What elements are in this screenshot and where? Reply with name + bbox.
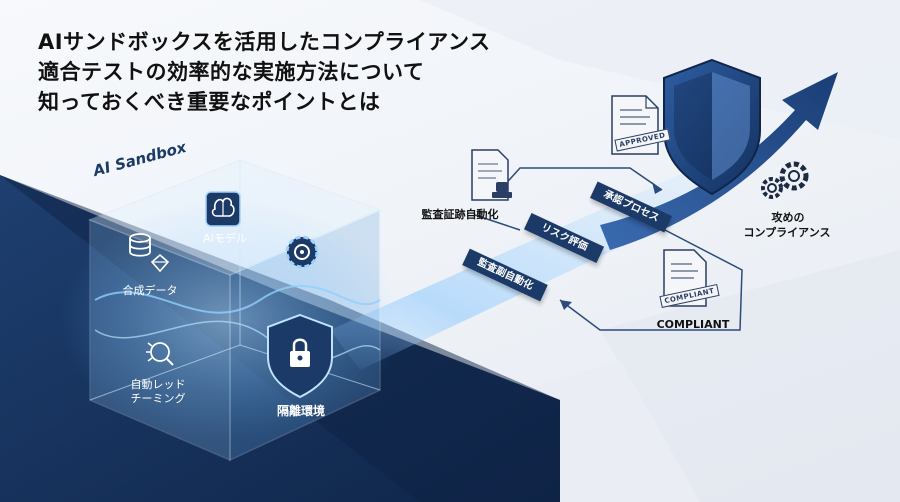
document-stamp-icon bbox=[471, 149, 512, 201]
shield-lock-icon bbox=[267, 313, 333, 399]
ai-model-label: AIモデル bbox=[203, 232, 247, 245]
flow-connectors bbox=[474, 167, 743, 331]
diamond-icon bbox=[150, 253, 170, 273]
isolation-label: 隔離環境 bbox=[276, 404, 325, 418]
audit-trail-label: 監査証跡自動化 bbox=[421, 208, 499, 221]
red-team-label-1: 自動レッド bbox=[130, 378, 186, 391]
offensive-label-1: 攻めの bbox=[771, 211, 805, 224]
gear-network-icon bbox=[285, 235, 319, 269]
synthetic-data-label: 合成データ bbox=[122, 284, 178, 297]
upward-arrow-icon bbox=[600, 72, 838, 250]
red-team-label-2: チーミング bbox=[130, 392, 186, 405]
gears-icon bbox=[761, 161, 809, 199]
offensive-label-2: コンプライアンス bbox=[743, 226, 831, 239]
compliant-label: COMPLIANT bbox=[656, 318, 730, 331]
title-line-3: 知っておくべき重要なポイントとは bbox=[38, 90, 381, 114]
title-line-1: AIサンドボックスを活用したコンプライアンス bbox=[38, 30, 491, 54]
bug-search-icon bbox=[146, 342, 174, 366]
database-icon bbox=[129, 233, 151, 257]
brain-chip-icon bbox=[205, 191, 241, 227]
bg-facet bbox=[420, 0, 900, 140]
flow-arrowhead bbox=[560, 300, 572, 310]
shield-icon bbox=[663, 58, 761, 196]
bg-facet bbox=[600, 250, 900, 502]
title-line-2: 適合テストの効率的な実施方法について bbox=[38, 60, 425, 84]
flow-arrowhead bbox=[652, 182, 662, 194]
